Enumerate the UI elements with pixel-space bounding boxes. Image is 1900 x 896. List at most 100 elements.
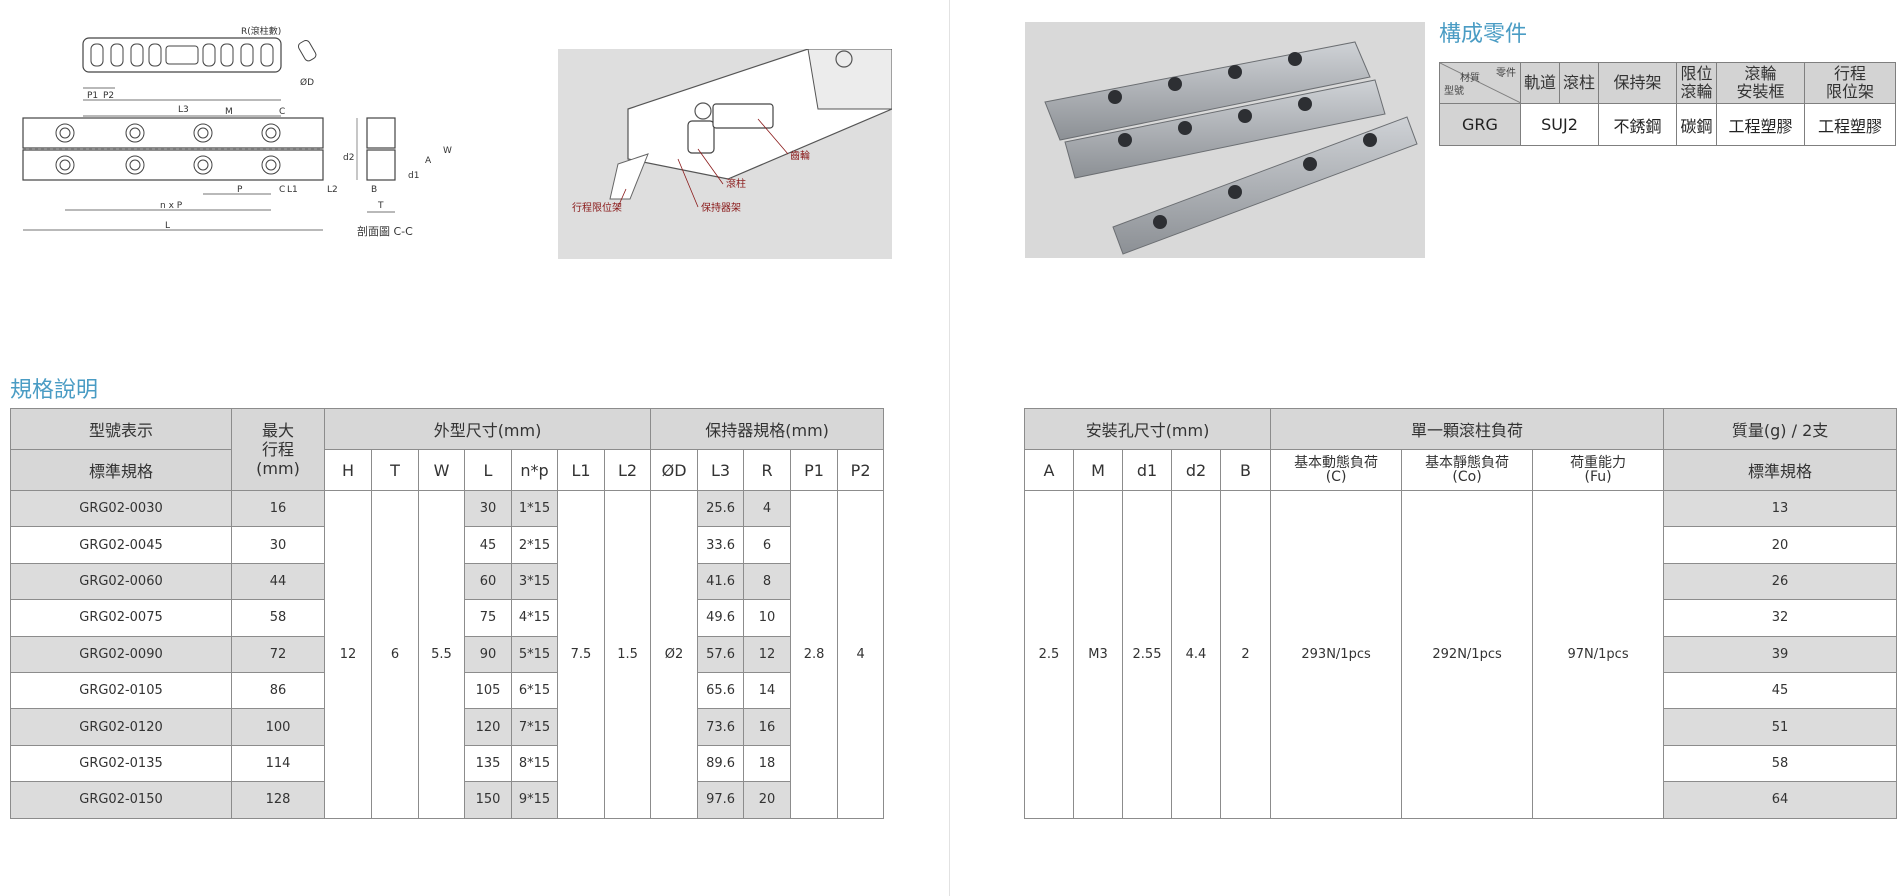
header-standard: 標準規格 bbox=[10, 449, 232, 491]
cell-model: GRG02-0045 bbox=[10, 526, 232, 564]
col-l: L bbox=[464, 449, 512, 491]
cell-stroke: 44 bbox=[231, 562, 325, 601]
cell-model: GRG02-0030 bbox=[10, 489, 232, 528]
cell-np: 4*15 bbox=[511, 599, 558, 637]
cell-w: 5.5 bbox=[418, 490, 465, 819]
cell-d2: 4.4 bbox=[1171, 490, 1221, 819]
parts-frame-material: 工程塑膠 bbox=[1716, 103, 1805, 146]
label-m: M bbox=[225, 107, 233, 117]
label-p1: P1 bbox=[87, 91, 98, 101]
cell-h: 12 bbox=[324, 490, 372, 819]
cell-l2: 1.5 bbox=[603, 490, 652, 819]
cell-r: 18 bbox=[743, 744, 792, 783]
cell-load-capacity: 97N/1pcs bbox=[1532, 490, 1665, 819]
table-row: 45 bbox=[1025, 671, 1898, 710]
cell-mass: 51 bbox=[1663, 708, 1898, 746]
cell-mass: 39 bbox=[1663, 635, 1898, 673]
label-d: ØD bbox=[300, 77, 314, 88]
header-max-stroke-unit: (mm) bbox=[256, 459, 300, 478]
cell-d1: 2.55 bbox=[1122, 490, 1172, 819]
parts-limiter-material: 工程塑膠 bbox=[1804, 103, 1896, 146]
cell-model: GRG02-0075 bbox=[10, 599, 232, 637]
parts-header-roller: 滾柱 bbox=[1559, 62, 1599, 104]
cell-mass: 64 bbox=[1663, 781, 1898, 819]
cell-l: 105 bbox=[464, 671, 512, 710]
col-l2: L2 bbox=[603, 449, 652, 491]
cell-np: 1*15 bbox=[511, 489, 558, 528]
col-a: A bbox=[1024, 449, 1074, 491]
label-t: T bbox=[377, 201, 384, 211]
col-static-load: 基本靜態負荷 (Co) bbox=[1401, 449, 1534, 491]
cell-stroke: 30 bbox=[231, 526, 325, 564]
col-d2: d2 bbox=[1171, 449, 1221, 491]
parts-title: 構成零件 bbox=[1439, 22, 1528, 47]
cell-l3: 33.6 bbox=[697, 526, 745, 564]
page-divider bbox=[949, 0, 950, 896]
parts-header-roller-frame: 滾輪 安裝框 bbox=[1716, 62, 1805, 104]
section-caption: 剖面圖 C-C bbox=[357, 224, 413, 238]
cell-mass: 13 bbox=[1663, 489, 1898, 528]
cell-l: 90 bbox=[464, 635, 512, 673]
parts-header-rail: 軌道 bbox=[1520, 62, 1560, 104]
table-row: 20 bbox=[1025, 526, 1898, 564]
label-d2: d2 bbox=[343, 153, 354, 163]
table-row: 26 bbox=[1025, 562, 1898, 601]
cell-np: 7*15 bbox=[511, 708, 558, 746]
parts-header-stroke-limiter: 行程 限位架 bbox=[1804, 62, 1896, 104]
header-mass: 質量(g) / 2支 bbox=[1663, 408, 1898, 450]
table-row: 51 bbox=[1025, 708, 1898, 746]
label-c-top: C bbox=[279, 107, 285, 117]
cell-p1: 2.8 bbox=[790, 490, 839, 819]
cell-r: 4 bbox=[743, 489, 792, 528]
table-row: 2.5 M3 2.55 4.4 2 293N/1pcs 292N/1pcs 97… bbox=[1024, 489, 1898, 819]
cell-stroke: 114 bbox=[231, 744, 325, 783]
corner-part-label: 零件 bbox=[1496, 68, 1516, 79]
cell-mass: 32 bbox=[1663, 599, 1898, 637]
cell-r: 6 bbox=[743, 526, 792, 564]
col-load-capacity: 荷重能力 (Fu) bbox=[1532, 449, 1665, 491]
drawing-svg: P1 P2 L3 R(滾柱數) ØD M C C P L1 L2 bbox=[22, 25, 452, 238]
spec-table-right: 安裝孔尺寸(mm) 單一顆滾柱負荷 質量(g) / 2支 A M d1 d2 B… bbox=[1023, 408, 1898, 819]
label-l3: L3 bbox=[178, 105, 189, 115]
cell-l1: 7.5 bbox=[557, 490, 605, 819]
cell-static-load: 292N/1pcs bbox=[1401, 490, 1534, 819]
callout-cage: 保持器架 bbox=[701, 201, 741, 214]
col-r: R bbox=[743, 449, 792, 491]
cell-r: 14 bbox=[743, 671, 792, 710]
cell-stroke: 58 bbox=[231, 599, 325, 637]
cell-np: 9*15 bbox=[511, 781, 558, 819]
product-photo bbox=[1025, 22, 1425, 258]
col-d: ØD bbox=[650, 449, 699, 491]
parts-header-limit-roller: 限位 滾輪 bbox=[1676, 62, 1717, 104]
table-row: GRG02-0090 72 90 5*15 57.6 12 bbox=[10, 635, 884, 673]
corner-diagonal bbox=[1440, 63, 1521, 103]
col-np: n*p bbox=[511, 449, 558, 491]
cell-l3: 25.6 bbox=[697, 489, 745, 528]
parts-cage-material: 不銹鋼 bbox=[1598, 103, 1677, 146]
cell-np: 5*15 bbox=[511, 635, 558, 673]
cell-d: Ø2 bbox=[650, 490, 699, 819]
parts-header-cage: 保持架 bbox=[1598, 62, 1677, 104]
cell-l: 45 bbox=[464, 526, 512, 564]
cell-np: 3*15 bbox=[511, 562, 558, 601]
corner-material-label: 材質 bbox=[1460, 73, 1480, 84]
cell-model: GRG02-0135 bbox=[10, 744, 232, 783]
spec-table-left: 型號表示 最大 行程 (mm) 外型尺寸(mm) 保持器規格(mm) 標準規格 … bbox=[10, 408, 885, 819]
cell-model: GRG02-0090 bbox=[10, 635, 232, 673]
cell-l3: 73.6 bbox=[697, 708, 745, 746]
header-mass-standard: 標準規格 bbox=[1663, 449, 1898, 491]
table-row: GRG02-0150 128 150 9*15 97.6 20 bbox=[10, 781, 884, 819]
cell-a: 2.5 bbox=[1024, 490, 1074, 819]
cell-mass: 45 bbox=[1663, 671, 1898, 710]
callout-gear: 齒輪 bbox=[790, 149, 810, 162]
cell-p2: 4 bbox=[837, 490, 885, 819]
cage-outline bbox=[82, 37, 282, 73]
header-outer-dimensions: 外型尺寸(mm) bbox=[323, 408, 652, 450]
col-l3: L3 bbox=[697, 449, 745, 491]
label-nxp: n x P bbox=[160, 201, 183, 211]
component-illustration: 齒輪 滾柱 保持器架 行程限位架 bbox=[572, 48, 893, 214]
cell-r: 20 bbox=[743, 781, 792, 819]
table-row: GRG02-0060 44 60 3*15 41.6 8 bbox=[10, 562, 884, 601]
table-row: 64 bbox=[1025, 781, 1898, 819]
cell-l3: 65.6 bbox=[697, 671, 745, 710]
